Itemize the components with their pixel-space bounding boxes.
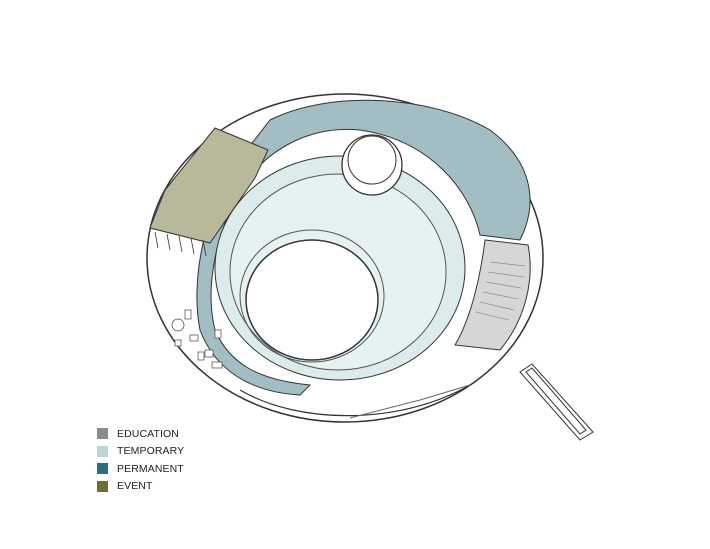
event-swatch: [97, 480, 108, 492]
legend-label: EVENT: [117, 480, 153, 493]
permanent-swatch: [97, 463, 108, 475]
central-void: [245, 239, 379, 361]
legend: EDUCATION TEMPORARY PERMANENT EVENT: [97, 425, 184, 495]
legend-label: TEMPORARY: [117, 445, 185, 458]
detached-bench: [519, 363, 594, 441]
education-zone: [454, 239, 531, 351]
legend-label: PERMANENT: [117, 462, 184, 475]
legend-item-event: EVENT: [97, 478, 184, 496]
furniture: [171, 309, 223, 369]
event-zone: [149, 127, 269, 244]
legend-label: EDUCATION: [117, 427, 179, 440]
legend-item-education: EDUCATION: [97, 425, 184, 443]
legend-item-temporary: TEMPORARY: [97, 443, 184, 461]
education-swatch: [97, 428, 108, 440]
temporary-swatch: [97, 445, 108, 457]
legend-item-permanent: PERMANENT: [97, 460, 184, 478]
